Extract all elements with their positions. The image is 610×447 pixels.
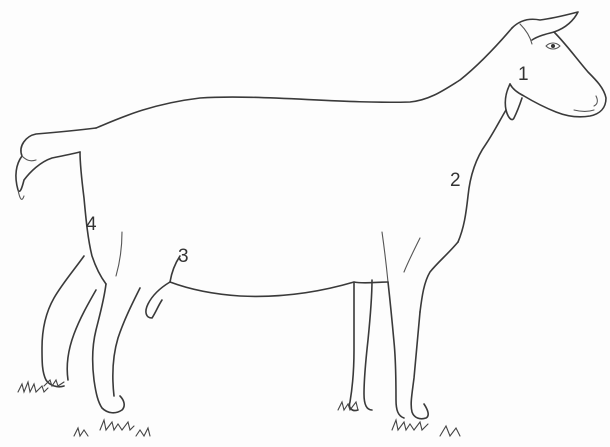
label-3: 3	[178, 246, 189, 267]
front-leg-near-back	[388, 282, 404, 418]
front-leg-crease	[382, 232, 388, 282]
goat-mouth	[574, 96, 597, 112]
grass-tufts	[18, 380, 460, 436]
goat-back	[96, 28, 512, 128]
label-4: 4	[86, 214, 97, 235]
goat-neck-front	[458, 110, 506, 242]
tail-hair	[18, 156, 36, 199]
goat-belly	[170, 282, 388, 296]
hind-leg-far	[42, 256, 84, 387]
shoulder-line	[404, 238, 420, 272]
front-leg-far	[364, 280, 372, 410]
front-leg-near	[411, 312, 428, 419]
hind-leg-near	[93, 284, 124, 413]
ear-inner	[520, 24, 532, 44]
label-2: 2	[450, 170, 461, 191]
hind-leg-far-front	[67, 290, 96, 380]
front-leg-far-back	[349, 282, 358, 411]
eye-pupil	[551, 44, 555, 48]
label-1: 1	[518, 64, 529, 85]
goat-udder	[146, 282, 170, 318]
hind-leg-near-front	[113, 288, 140, 396]
goat-chest	[420, 242, 458, 312]
hind-leg-inner	[116, 232, 122, 276]
